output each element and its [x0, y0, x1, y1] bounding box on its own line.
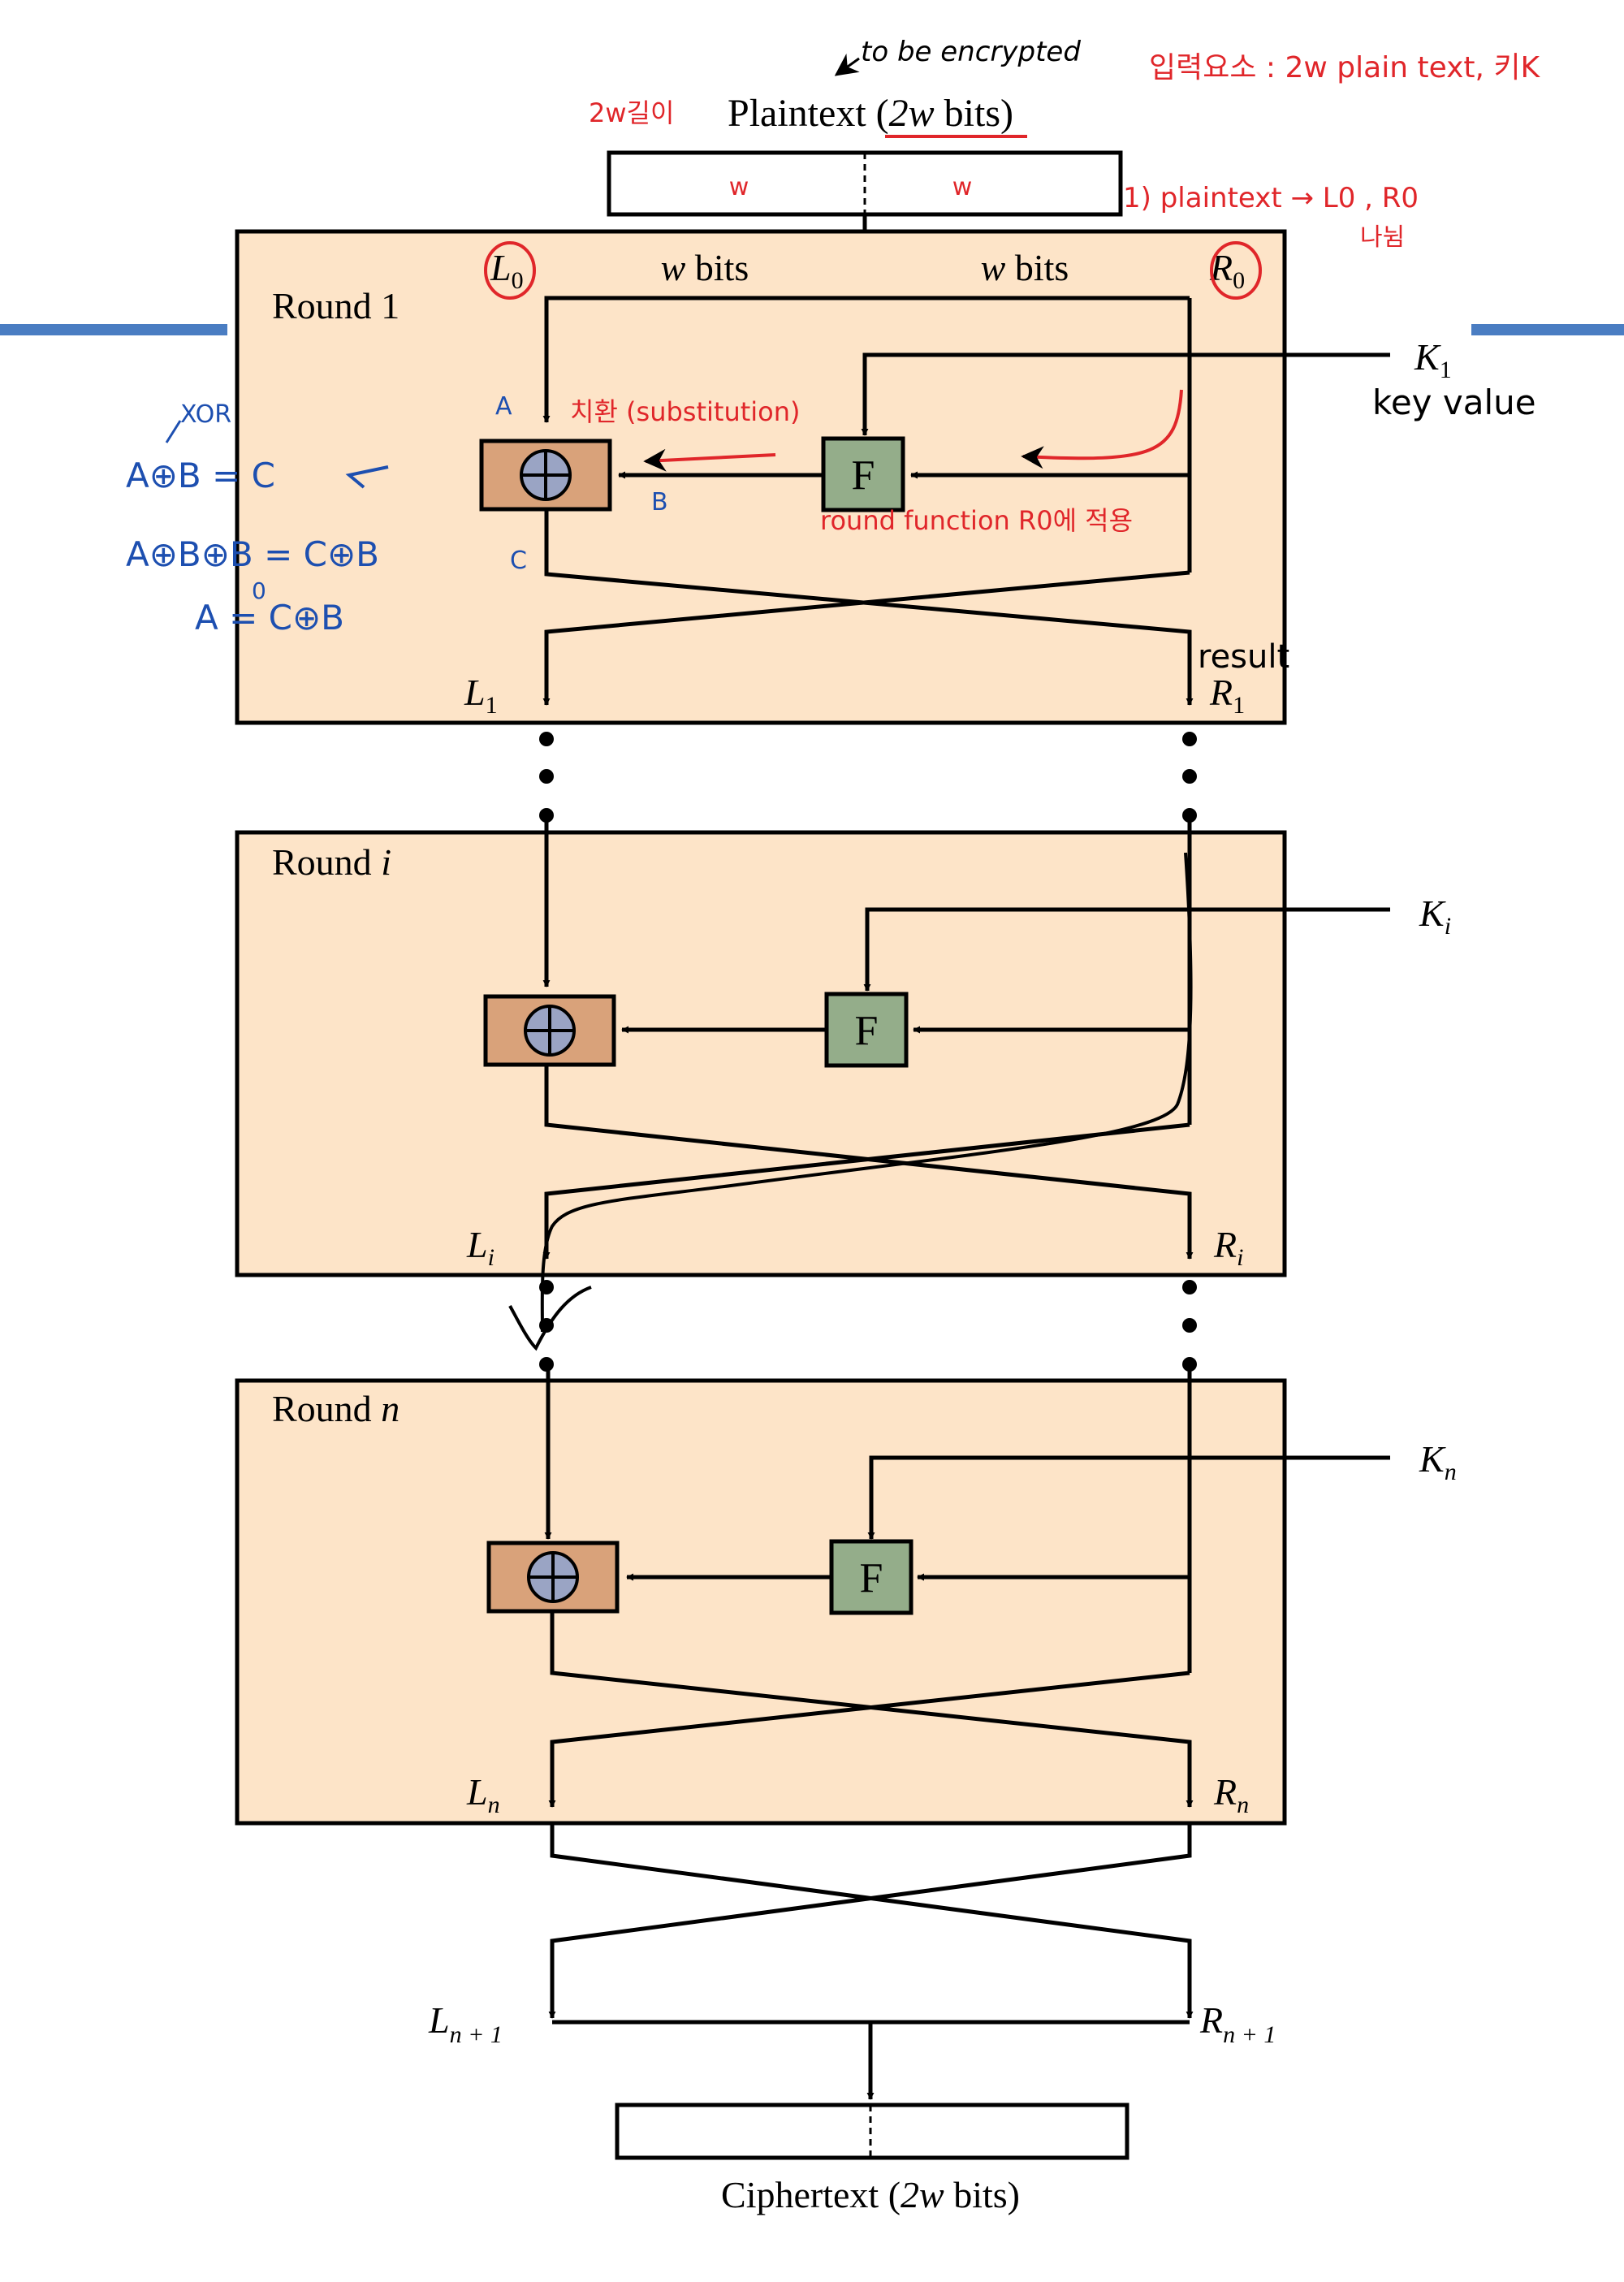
round-i-left-output: Li: [466, 1224, 495, 1271]
annotation-xor-eq1: A⊕B = C: [126, 456, 275, 495]
round-n-left-output: Ln: [466, 1771, 500, 1818]
continuation-dots-2: [539, 1280, 1197, 1372]
ciphertext-label: Ciphertext (2w bits): [721, 2174, 1020, 2215]
ciphertext-box: [615, 2103, 1129, 2160]
final-right-output: Rn + 1: [1199, 1999, 1276, 2048]
round-n-f-label: F: [860, 1555, 883, 1601]
annotation-xor: XOR: [180, 400, 231, 429]
round-1-f-label: F: [852, 452, 875, 499]
round-n-f-box: [829, 1539, 914, 1615]
round-n-box: [235, 1378, 1287, 1826]
round-n-cross-r: [548, 1670, 1190, 1808]
annotation-xor-zero: 0: [252, 577, 266, 604]
plaintext-half-left: w: [729, 173, 749, 201]
annotation-result: result: [1198, 638, 1289, 676]
round-n-key-wire: [867, 1455, 1390, 1540]
annotation-substitution: 치환 (substitution): [570, 396, 801, 427]
annotation-xor-eq2: A⊕B⊕B = C⊕B: [126, 534, 379, 574]
annotation-input-elements: 입력요소 : 2w plain text, 키K: [1149, 51, 1541, 84]
round-1-left-bits: w bits: [661, 247, 749, 288]
round-1-right-bits: w bits: [981, 247, 1069, 288]
round-1-cross-r: [542, 570, 1190, 706]
annotation-label-b: B: [651, 488, 668, 516]
annotation-step1-sub: 나뉨: [1360, 223, 1405, 252]
plaintext-box: [607, 150, 1123, 217]
annotation-round-function: round function R0에 적용: [820, 505, 1133, 536]
round-n-title: Round n: [272, 1388, 400, 1429]
round-1-xor-plus: [523, 452, 568, 498]
final-swap-r: [548, 1823, 1192, 2019]
annotation-key-value: key value: [1372, 382, 1536, 422]
round-i-f-label: F: [855, 1008, 879, 1054]
round-1-right-output: R1: [1209, 672, 1245, 719]
annotation-arrow-xor: [165, 420, 182, 443]
final-swap-l: [550, 1823, 1194, 2019]
annotation-check-mark: [508, 1286, 592, 1351]
annotation-arrow-to-be-encrypted: [834, 53, 860, 76]
plaintext-label: Plaintext (2w bits): [728, 92, 1013, 135]
annotation-2w-length: 2w길이: [589, 97, 674, 128]
annotation-flow-stroke: [540, 852, 1193, 1333]
annotation-label-a: A: [495, 392, 512, 421]
annotation-label-c: C: [510, 547, 527, 575]
final-left-output: Ln + 1: [428, 1999, 503, 2048]
plaintext-half-right: w: [952, 173, 973, 201]
circle-mark-r0: [1210, 241, 1262, 300]
annotation-step1: 1) plaintext → L0 , R0: [1123, 182, 1419, 214]
round-i-title: Round i: [272, 841, 391, 883]
round-1-key-label: K1: [1414, 336, 1452, 383]
annotation-to-be-encrypted: to be encrypted: [861, 36, 1081, 68]
circle-mark-l0: [484, 241, 536, 300]
round-i-xor-plus: [527, 1008, 572, 1053]
round-n-xor-plus: [530, 1554, 576, 1600]
annotation-xor-eq3: A = C⊕B: [195, 598, 344, 637]
annotation-arrow-eq1: [345, 465, 389, 489]
round-n-right-output: Rn: [1213, 1771, 1249, 1818]
round-1-key-wire: [861, 352, 1390, 436]
round-1-left-output: L1: [464, 672, 498, 719]
round-n-key-label: Kn: [1419, 1438, 1457, 1485]
annotation-arrow-substitution: [643, 448, 776, 472]
annotation-arrow-r0-to-f: [1021, 389, 1183, 469]
round-1-title: Round 1: [272, 285, 400, 326]
round-1-left-input: L0: [490, 247, 524, 294]
round-i-box: [235, 830, 1287, 1277]
continuation-dots-1: [539, 732, 1197, 823]
round-1-wire-left-in: [542, 296, 1190, 423]
round-i-right-output: Ri: [1213, 1224, 1243, 1271]
round-i-key-label: Ki: [1419, 892, 1451, 940]
round-i-key-wire: [863, 907, 1390, 992]
